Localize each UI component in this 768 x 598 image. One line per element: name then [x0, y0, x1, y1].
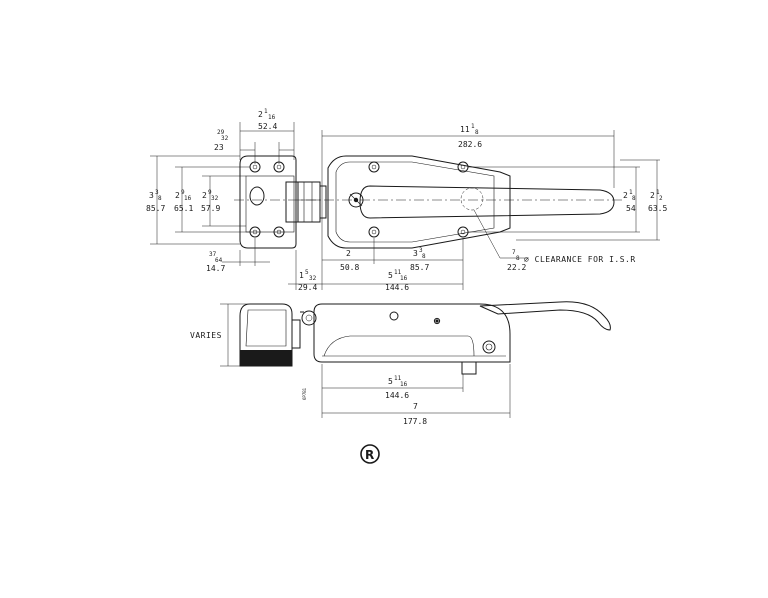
latch-length-side-fraction: 5: [388, 377, 393, 386]
svg-text:1: 1: [471, 123, 475, 130]
total-length-side-mm: 177.8: [403, 417, 427, 426]
overall-length-mm: 282.6: [458, 140, 482, 149]
svg-text:1: 1: [629, 189, 633, 196]
svg-text:11: 11: [394, 375, 402, 382]
handle-height-outer-fraction: 2: [650, 191, 655, 200]
handle-height-mm: 54: [626, 204, 636, 213]
svg-text:16: 16: [184, 195, 192, 202]
svg-text:32: 32: [309, 275, 317, 282]
svg-text:2: 2: [659, 195, 663, 202]
latch-hole-span-mm: 85.7: [410, 263, 429, 272]
latch-hole-spacing-fraction: 2: [346, 249, 351, 258]
strike-offset-mm: 29.4: [298, 283, 317, 292]
side-view: [220, 301, 611, 418]
svg-text:9: 9: [208, 189, 212, 196]
height-outer-mm: 85.7: [146, 204, 165, 213]
handle-height-outer-mm: 63.5: [648, 204, 667, 213]
height-mid-mm: 65.1: [174, 204, 193, 213]
hole-spacing-small-mm: 23: [214, 143, 224, 152]
top-width-fraction: 2: [258, 110, 263, 119]
height-inner-fraction: 2: [202, 191, 207, 200]
svg-text:8: 8: [516, 255, 520, 262]
latch-hole-spacing-mm: 50.8: [340, 263, 359, 272]
svg-text:37: 37: [209, 251, 217, 258]
svg-text:64: 64: [215, 257, 223, 264]
clearance-note: ∅ CLEARANCE FOR I.S.R: [524, 255, 636, 264]
svg-text:32: 32: [221, 135, 229, 142]
latch-hole-span-fraction: 3: [413, 249, 418, 258]
svg-text:29: 29: [217, 129, 225, 136]
strike-offset-fraction: 1: [299, 271, 304, 280]
svg-text:3: 3: [155, 189, 159, 196]
top-width-mm: 52.4: [258, 122, 277, 131]
overall-length-fraction: 11: [460, 125, 470, 134]
dimension-labels: 2 1 16 52.4 29 32 23 11 1 8 282.6 3 3 8 …: [146, 108, 667, 426]
svg-text:3: 3: [419, 247, 423, 254]
svg-text:8: 8: [475, 129, 479, 136]
svg-text:1: 1: [656, 189, 660, 196]
strike-plate-top-view: [239, 155, 327, 249]
svg-text:8: 8: [158, 195, 162, 202]
svg-text:R: R: [365, 448, 374, 462]
drawing-code: 6P7B1: [302, 387, 307, 400]
svg-text:1: 1: [264, 108, 268, 115]
latch-length-side-mm: 144.6: [385, 391, 409, 400]
varies-label: VARIES: [190, 331, 222, 340]
svg-text:8: 8: [422, 253, 426, 260]
svg-text:9: 9: [181, 189, 185, 196]
latch-length-top-fraction: 5: [388, 271, 393, 280]
clearance-mm: 22.2: [507, 263, 526, 272]
svg-text:8: 8: [632, 195, 636, 202]
svg-text:16: 16: [268, 114, 276, 121]
svg-text:32: 32: [211, 195, 219, 202]
height-mid-fraction: 2: [175, 191, 180, 200]
dimension-lines-top: [150, 122, 660, 290]
latch-top-view: [327, 155, 615, 249]
svg-text:7: 7: [512, 249, 516, 256]
height-inner-mm: 57.9: [201, 204, 220, 213]
small-offset-mm: 14.7: [206, 264, 225, 273]
svg-text:5: 5: [305, 269, 309, 276]
height-outer-fraction: 3: [149, 191, 154, 200]
total-length-side-fraction: 7: [413, 402, 418, 411]
registered-mark-icon: R: [360, 444, 380, 464]
svg-text:16: 16: [400, 381, 408, 388]
handle-height-fraction: 2: [623, 191, 628, 200]
svg-text:11: 11: [394, 269, 402, 276]
svg-text:16: 16: [400, 275, 408, 282]
latch-length-top-mm: 144.6: [385, 283, 409, 292]
